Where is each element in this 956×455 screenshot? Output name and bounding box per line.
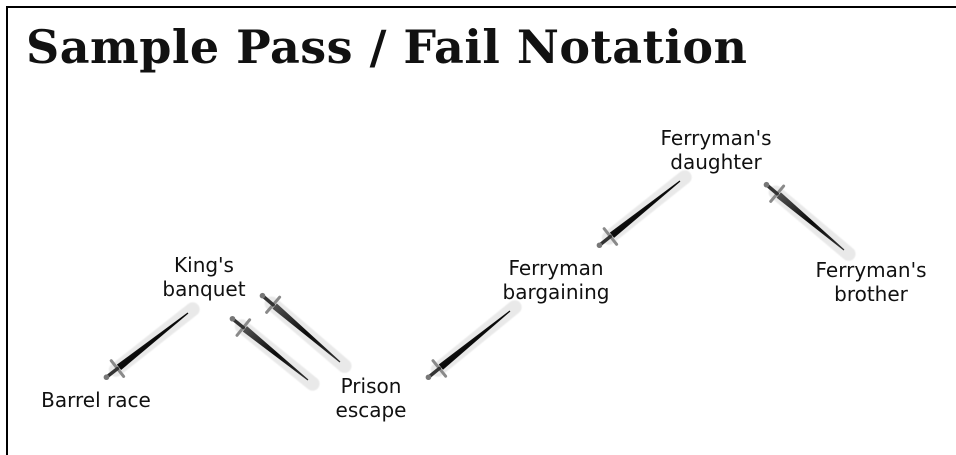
event-label-ferrymans-daughter: Ferryman's daughter — [660, 126, 772, 174]
event-label-prison-escape: Prison escape — [335, 374, 407, 422]
sword-icon-5-pommel — [596, 242, 603, 249]
sword-icon-5-grip — [599, 234, 613, 246]
sword-icon-6-grip — [766, 184, 779, 196]
event-label-ferryman-bargaining: Ferryman bargaining — [502, 256, 610, 304]
frame-left-border — [6, 6, 8, 455]
sword-icon-3-grip — [262, 295, 275, 307]
sword-icon-4-pommel — [425, 374, 432, 381]
sword-icon-3-blade — [272, 303, 341, 363]
sword-icon-2 — [229, 315, 320, 391]
sword-icon-5-blade — [609, 180, 681, 238]
sword-icon-3 — [259, 292, 352, 373]
sword-icon-3-pommel — [259, 292, 266, 299]
sword-icon-5 — [596, 170, 692, 249]
sword-icon-6-pommel — [763, 181, 770, 188]
sword-icon-2-grip — [232, 318, 246, 330]
sword-icon-1-grip — [106, 366, 120, 378]
slide-title: Sample Pass / Fail Notation — [26, 20, 748, 74]
event-label-barrel-race: Barrel race — [41, 388, 151, 412]
sword-icon-1-blade — [116, 312, 189, 371]
sword-icon-1 — [103, 302, 200, 381]
event-label-kings-banquet: King's banquet — [162, 253, 246, 301]
sword-icon-4-grip — [428, 366, 442, 378]
frame-top-border — [6, 6, 956, 8]
sword-icon-2-blade — [242, 326, 309, 381]
sword-icon-2-pommel — [229, 315, 236, 322]
sword-icon-6-blade — [776, 192, 845, 251]
sword-icon-1-pommel — [103, 374, 110, 381]
event-label-ferrymans-brother: Ferryman's brother — [815, 258, 927, 306]
sword-icon-4 — [425, 300, 522, 381]
sword-icon-4-blade — [438, 310, 511, 370]
sword-icon-6 — [763, 181, 856, 261]
